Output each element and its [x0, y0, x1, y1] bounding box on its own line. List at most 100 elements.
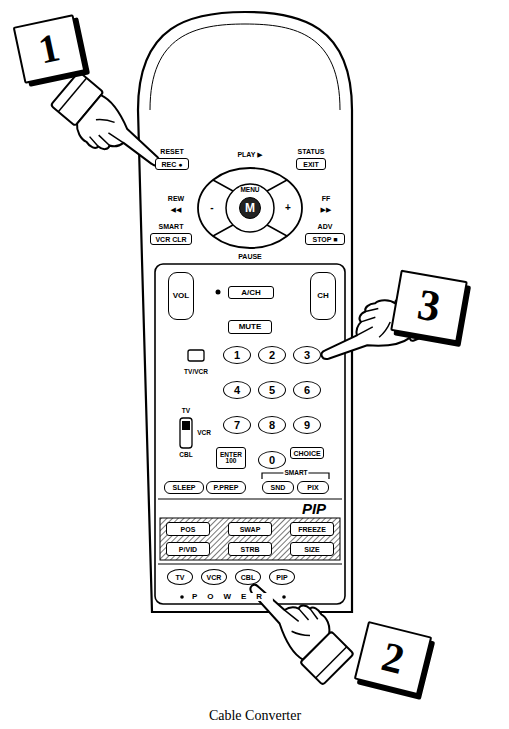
round-button: 2 [258, 346, 286, 364]
button-caption: CBL [178, 452, 193, 459]
remote-button: MUTE [228, 320, 272, 334]
drawing-part [213, 225, 233, 236]
button-label: POS [181, 526, 196, 533]
drawing-part [226, 184, 274, 232]
lower-panel [155, 264, 345, 604]
remote-button: REC ● [155, 158, 189, 170]
button-label: SWAP [240, 526, 261, 533]
button-label: 9 [304, 420, 310, 431]
drawing-part [267, 180, 287, 191]
button-label: STOP ■ [313, 236, 338, 243]
callout-card: 3 [390, 270, 468, 343]
remote-button: FREEZE [290, 522, 334, 536]
button-label: 3 [304, 350, 310, 361]
callout-card: 1 [13, 14, 86, 84]
button-caption: VCR [196, 430, 212, 437]
button-label: 5 [269, 385, 275, 396]
callout-number: 1 [35, 27, 63, 70]
button-label: MUTE [239, 323, 262, 331]
remote-button: CHOICE [290, 447, 324, 459]
button-label: M [245, 202, 255, 214]
remote-button: SND [262, 481, 294, 494]
button-caption: STATUS [297, 148, 326, 155]
button-caption: ADV [317, 223, 334, 230]
remote-button: SIZE [290, 542, 334, 556]
button-label: 8 [269, 420, 275, 431]
button-caption: PAUSE [237, 253, 263, 260]
panel-divider [158, 564, 342, 565]
button-label: VCR CLR [155, 236, 186, 243]
mode-switch [180, 418, 192, 448]
rocker-button: CH [310, 272, 336, 320]
button-caption: - [209, 203, 214, 213]
button-caption: TV [181, 408, 191, 415]
remote-button: STRB [228, 542, 272, 556]
button-label: CHOICE [293, 450, 320, 457]
remote-button: EXIT [296, 158, 326, 170]
remote-top-rim [150, 24, 340, 110]
button-label: TV [176, 574, 185, 581]
button-caption: SMART [158, 223, 185, 230]
menu-button: M [239, 197, 261, 219]
power-dot [282, 595, 286, 599]
remote-button: POS [166, 522, 210, 536]
drawing-part [182, 421, 190, 430]
remote-button: SLEEP [164, 481, 204, 494]
button-caption: SMART [283, 470, 308, 477]
drawing-part [213, 180, 233, 191]
button-label: EXIT [303, 161, 319, 168]
button-label: P/VID [179, 546, 197, 553]
round-button: 9 [293, 416, 321, 434]
button-label: 0 [269, 455, 275, 466]
panel-divider [158, 499, 342, 500]
button-label: VCR [207, 574, 222, 581]
round-button: 4 [223, 381, 251, 399]
drawing-part [198, 168, 302, 248]
button-label: PIX [307, 484, 318, 491]
button-label: SLEEP [173, 484, 196, 491]
callout-number: 2 [378, 635, 409, 681]
button-label: A/CH [241, 289, 261, 297]
callout-card: 2 [354, 621, 433, 695]
button-label: P.PREP [214, 484, 239, 491]
round-button: PIP [269, 569, 295, 585]
button-caption: ◀◀ [170, 206, 183, 213]
button-label: CH [317, 292, 329, 300]
power-dot [180, 595, 184, 599]
callout-number: 3 [414, 282, 443, 329]
direction-pad [198, 168, 302, 248]
button-label: SIZE [304, 546, 320, 553]
button-label: 7 [234, 420, 240, 431]
button-label: 100 [226, 458, 237, 465]
button-label: 1 [234, 350, 240, 361]
remote-body [138, 12, 352, 612]
remote-button: ENTER100 [216, 447, 246, 469]
remote-button: PIX [297, 481, 329, 494]
rocker-button: VOL [168, 272, 194, 320]
button-caption: POWER [191, 593, 273, 601]
button-caption: RESET [159, 148, 184, 155]
button-caption: TV/VCR [183, 369, 209, 376]
button-label: 4 [234, 385, 240, 396]
button-label: SND [271, 484, 286, 491]
round-button: 6 [293, 381, 321, 399]
remote-button: STOP ■ [305, 233, 345, 245]
remote-button: VCR CLR [150, 233, 192, 245]
button-label: FREEZE [298, 526, 326, 533]
round-button: 0 [258, 451, 286, 469]
drawing-part [267, 225, 287, 236]
round-button: CBL [235, 569, 261, 585]
button-label: PIP [276, 574, 287, 581]
button-label: VOL [173, 292, 189, 300]
button-label: CBL [241, 574, 255, 581]
button-caption: FF [321, 195, 332, 202]
indicator-dot [216, 290, 221, 295]
figure-caption: Cable Converter [209, 708, 301, 724]
round-button: 8 [258, 416, 286, 434]
button-caption: + [284, 203, 292, 213]
round-button: TV [167, 569, 193, 585]
section-title: PIP [301, 501, 327, 516]
tv-vcr-button [188, 350, 204, 361]
